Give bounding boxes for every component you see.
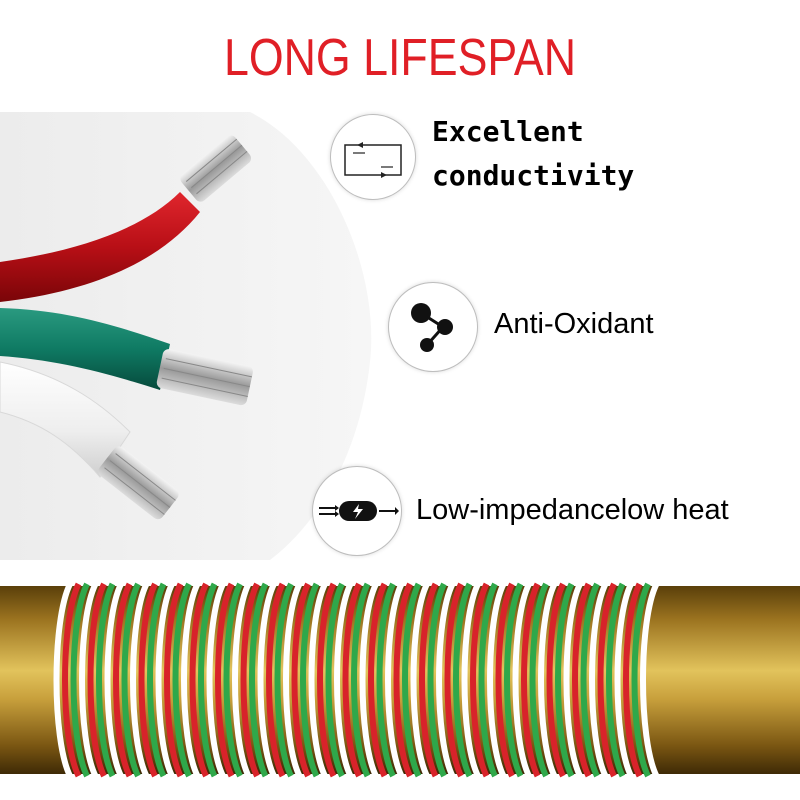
lightning-flow-icon (312, 466, 402, 556)
coil-ring (130, 582, 150, 778)
coil-ring (512, 582, 532, 778)
coil-ring (266, 582, 286, 778)
coil-ring (240, 582, 260, 778)
coil-ring (427, 582, 447, 778)
coil-ring (368, 582, 388, 778)
feature-conductivity-line2: conductivity (432, 159, 635, 192)
page-title: LONG LIFESPAN (223, 29, 577, 87)
coil-ring (70, 582, 90, 778)
coil-ring (325, 582, 345, 778)
coil-ring (478, 582, 498, 778)
coil-ring (138, 582, 158, 778)
coil-ring (334, 582, 354, 778)
coil-ring (53, 582, 73, 778)
coil-ring (342, 582, 362, 778)
coil-ring (470, 582, 490, 778)
coil-ring (198, 582, 218, 778)
coil-ring (155, 582, 175, 778)
coil-ring (623, 582, 643, 778)
coil-ring (640, 582, 660, 778)
coil-ring (444, 582, 464, 778)
coil-ring (495, 582, 515, 778)
feature-low-impedance-label: Low-impedancelow heat (416, 494, 729, 526)
coil-ring (223, 582, 243, 778)
coil-ring (79, 582, 99, 778)
wound-wire-coils (53, 582, 660, 778)
feature-anti-oxidant-label: Anti-Oxidant (494, 308, 654, 340)
coil-ring (546, 582, 566, 778)
feature-conductivity-line1: Excellent (432, 115, 584, 148)
coil-ring (385, 582, 405, 778)
red-wire-strands (180, 135, 252, 202)
coil-ring (164, 582, 184, 778)
coil-ring (87, 582, 107, 778)
coil-ring (249, 582, 269, 778)
coil-ring (402, 582, 422, 778)
coil-ring (62, 582, 82, 778)
coil-ring (529, 582, 549, 778)
coil-ring (147, 582, 167, 778)
wire-illustration (0, 112, 372, 560)
white-wire-strands (98, 446, 179, 520)
coil-ring (589, 582, 609, 778)
coil-ring (597, 582, 617, 778)
coil-ring (563, 582, 583, 778)
coil-ring (113, 582, 133, 778)
coil-ring (572, 582, 592, 778)
coil-ring (453, 582, 473, 778)
coil-ring (351, 582, 371, 778)
coil-ring (393, 582, 413, 778)
green-wire (0, 308, 170, 390)
red-wire (0, 192, 200, 302)
coil-ring (283, 582, 303, 778)
coil-ring (189, 582, 209, 778)
green-wire-strands (156, 349, 253, 406)
coil-ring (96, 582, 116, 778)
circuit-loop-icon (330, 114, 416, 200)
coil-ring (461, 582, 481, 778)
coil-ring (215, 582, 235, 778)
coil-ring (410, 582, 430, 778)
coil-ring (555, 582, 575, 778)
coil-ring (436, 582, 456, 778)
coil-ring (538, 582, 558, 778)
coil-ring (291, 582, 311, 778)
coil-ring (606, 582, 626, 778)
coil-ring (419, 582, 439, 778)
coil-ring (504, 582, 524, 778)
coil-ring (308, 582, 328, 778)
coil-ring (376, 582, 396, 778)
coil-ring (257, 582, 277, 778)
coil-ring (631, 582, 651, 778)
coil-ring (521, 582, 541, 778)
coil-ring (359, 582, 379, 778)
coil-ring (206, 582, 226, 778)
coil-ring (487, 582, 507, 778)
coil-ring (181, 582, 201, 778)
wire-wound-rod (0, 582, 800, 778)
coil-ring (121, 582, 141, 778)
coil-ring (274, 582, 294, 778)
coil-ring (614, 582, 634, 778)
coil-ring (172, 582, 192, 778)
coil-ring (317, 582, 337, 778)
coil-ring (580, 582, 600, 778)
coil-ring (104, 582, 124, 778)
coil-ring (232, 582, 252, 778)
coil-ring (300, 582, 320, 778)
molecule-icon (388, 282, 478, 372)
